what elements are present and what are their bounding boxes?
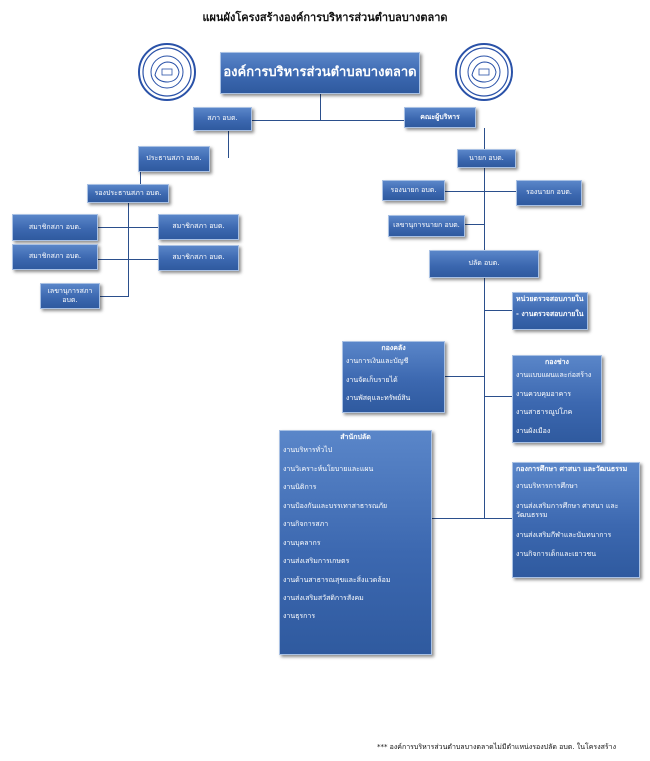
list-item: งานด้านสาธารณสุขและสิ่งแวดล้อม bbox=[283, 575, 391, 584]
list-item: งานแบบแผนและก่อสร้าง bbox=[516, 371, 592, 380]
list-item: งานส่งเสริมการเกษตร bbox=[283, 557, 350, 566]
list-item: งานสาธารณูปโภค bbox=[516, 408, 573, 417]
council-member-box: สมาชิกสภา อบต. bbox=[12, 244, 98, 270]
list-item: งานส่งเสริมกีฬาและนันทนาการ bbox=[516, 530, 612, 539]
connector-line bbox=[445, 191, 516, 192]
list-item: งานบริหารการศึกษา bbox=[516, 482, 578, 491]
finance-division-box: กองคลัง งานการเงินและบัญชีงานจัดเก็บรายไ… bbox=[342, 341, 445, 413]
connector-line bbox=[320, 93, 321, 120]
seal-emblem-icon bbox=[142, 47, 192, 97]
list-item: งานป้องกันและบรรเทาสาธารณภัย bbox=[283, 501, 388, 510]
finance-division-title: กองคลัง bbox=[381, 344, 406, 352]
list-item: งานบุคลากร bbox=[283, 538, 321, 547]
internal-audit-item: - งานตรวจสอบภายใน bbox=[516, 310, 584, 319]
list-item: งานควบคุมอาคาร bbox=[516, 389, 571, 398]
council-box: สภา อบต. bbox=[193, 107, 252, 131]
connector-line bbox=[228, 130, 229, 158]
seal-emblem-icon bbox=[459, 47, 509, 97]
council-chair-box: ประธานสภา อบต. bbox=[138, 146, 210, 172]
vice-mayor-box: รองนายก อบต. bbox=[382, 180, 445, 201]
list-item: งานส่งเสริมสวัสดิการสังคม bbox=[283, 593, 364, 602]
connector-line bbox=[465, 224, 485, 225]
connector-line bbox=[98, 227, 158, 228]
list-item: งานนิติการ bbox=[283, 483, 317, 492]
council-secretary-box: เลขานุการสภา อบต. bbox=[40, 283, 100, 309]
page-title: แผนผังโครงสร้างองค์การบริหารส่วนตำบลบางต… bbox=[202, 11, 448, 24]
connector-line bbox=[484, 166, 485, 250]
palad-box: ปลัด อบต. bbox=[429, 250, 539, 278]
list-item: งานธุรการ bbox=[283, 612, 316, 621]
connector-line bbox=[445, 376, 485, 377]
list-item: งานผังเมือง bbox=[516, 426, 551, 435]
engineering-division-box: กองช่าง งานแบบแผนและก่อสร้างงานควบคุมอาค… bbox=[512, 355, 602, 443]
list-item: งานการเงินและบัญชี bbox=[346, 357, 409, 366]
connector-line bbox=[252, 120, 404, 121]
connector-line bbox=[98, 259, 158, 260]
palad-office-box: สำนักปลัด งานบริหารทั่วไปงานวิเคราะห์นโย… bbox=[279, 430, 432, 655]
list-item: งานกิจการสภา bbox=[283, 520, 329, 529]
right-seal-logo bbox=[455, 43, 513, 101]
engineering-division-title: กองช่าง bbox=[545, 358, 569, 366]
connector-line bbox=[140, 172, 141, 188]
connector-line bbox=[484, 518, 512, 519]
left-seal-logo bbox=[138, 43, 196, 101]
mayor-box: นายก อบต. bbox=[457, 149, 516, 168]
connector-line bbox=[484, 310, 512, 311]
connector-line bbox=[128, 201, 129, 297]
list-item: งานกิจการเด็กและเยาวชน bbox=[516, 550, 597, 559]
executive-box: คณะผู้บริหาร bbox=[404, 107, 476, 128]
main-org-box: องค์การบริหารส่วนตำบลบางตลาด bbox=[220, 52, 420, 94]
list-item: งานพัสดุและทรัพย์สิน bbox=[346, 394, 411, 403]
council-vice-chair-box: รองประธานสภา อบต. bbox=[87, 184, 169, 203]
education-division-box: กองการศึกษา ศาสนา และวัฒนธรรม งานบริหารก… bbox=[512, 462, 640, 578]
connector-line bbox=[432, 518, 485, 519]
connector-line bbox=[484, 278, 485, 518]
list-item: งานบริหารทั่วไป bbox=[283, 446, 333, 455]
mayor-secretary-box: เลขานุการนายก อบต. bbox=[388, 215, 465, 237]
connector-line bbox=[100, 296, 129, 297]
palad-office-title: สำนักปลัด bbox=[340, 433, 371, 441]
internal-audit-title: หน่วยตรวจสอบภายใน bbox=[516, 295, 584, 303]
internal-audit-box: หน่วยตรวจสอบภายใน - งานตรวจสอบภายใน bbox=[512, 292, 588, 330]
list-item: งานวิเคราะห์นโยบายและแผน bbox=[283, 464, 374, 473]
council-member-box: สมาชิกสภา อบต. bbox=[12, 214, 98, 241]
footnote: *** องค์การบริหารส่วนตำบลบางตลาดไม่มีตำแ… bbox=[376, 743, 616, 751]
council-member-box: สมาชิกสภา อบต. bbox=[158, 214, 239, 240]
connector-line bbox=[484, 128, 485, 152]
list-item: งานจัดเก็บรายได้ bbox=[346, 375, 398, 384]
education-division-title: กองการศึกษา ศาสนา และวัฒนธรรม bbox=[516, 465, 628, 473]
list-item: งานส่งเสริมการศึกษา ศาสนา และวัฒนธรรม bbox=[516, 501, 619, 520]
connector-line bbox=[484, 396, 512, 397]
vice-mayor-box: รองนายก อบต. bbox=[516, 180, 582, 206]
council-member-box: สมาชิกสภา อบต. bbox=[158, 245, 239, 271]
